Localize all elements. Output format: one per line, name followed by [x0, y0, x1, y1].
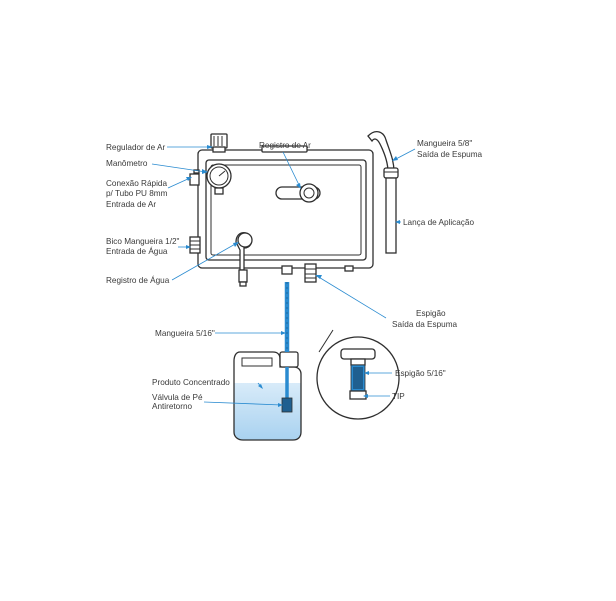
label-foot-valve-1: Válvula de Pé [152, 393, 203, 402]
concentrate-container [233, 351, 302, 441]
leader-lines [151, 145, 416, 407]
water-register [235, 231, 253, 287]
label-concentrate: Produto Concentrado [152, 378, 230, 387]
label-air-register: Registro de Ar [259, 141, 311, 150]
label-water-inlet: Entrada de Água [106, 246, 168, 256]
bottom-fittings [281, 263, 354, 283]
detail-magnifier [316, 329, 400, 420]
label-application-lance: Lança de Aplicação [403, 218, 474, 227]
label-foam-outlet-top: Saída de Espuma [417, 150, 483, 159]
pressure-gauge [206, 163, 232, 195]
suction-hose [281, 282, 293, 413]
label-foam-outlet-bottom: Saída da Espuma [392, 320, 458, 329]
application-lance [367, 130, 399, 254]
air-register-handle [275, 183, 321, 203]
label-nipple-516: Espigão 5/16" [395, 369, 446, 378]
label-quick-connector-1: Conexão Rápida [106, 179, 167, 188]
label-air-inlet: Entrada de Ar [106, 200, 156, 209]
label-nipple: Espigão [416, 309, 446, 318]
label-hose-58: Mangueira 5/8" [417, 139, 472, 148]
water-inlet-nozzle [189, 236, 201, 254]
air-regulator-knob [210, 133, 228, 153]
label-foot-valve-2: Antiretorno [152, 402, 192, 411]
label-gauge: Manômetro [106, 159, 148, 168]
cabinet [197, 145, 374, 269]
label-hose-516: Mangueira 5/16" [155, 329, 215, 338]
label-air-regulator: Regulador de Ar [106, 143, 165, 152]
label-water-register: Registro de Água [106, 275, 170, 285]
air-quick-connector [189, 169, 200, 186]
label-hose-nozzle: Bico Mangueira 1/2" [106, 237, 180, 246]
label-tip: TIP [392, 392, 405, 401]
label-quick-connector-2: p/ Tubo PU 8mm [106, 189, 168, 198]
labels: Regulador de Ar Manômetro Conexão Rápida… [106, 139, 483, 411]
